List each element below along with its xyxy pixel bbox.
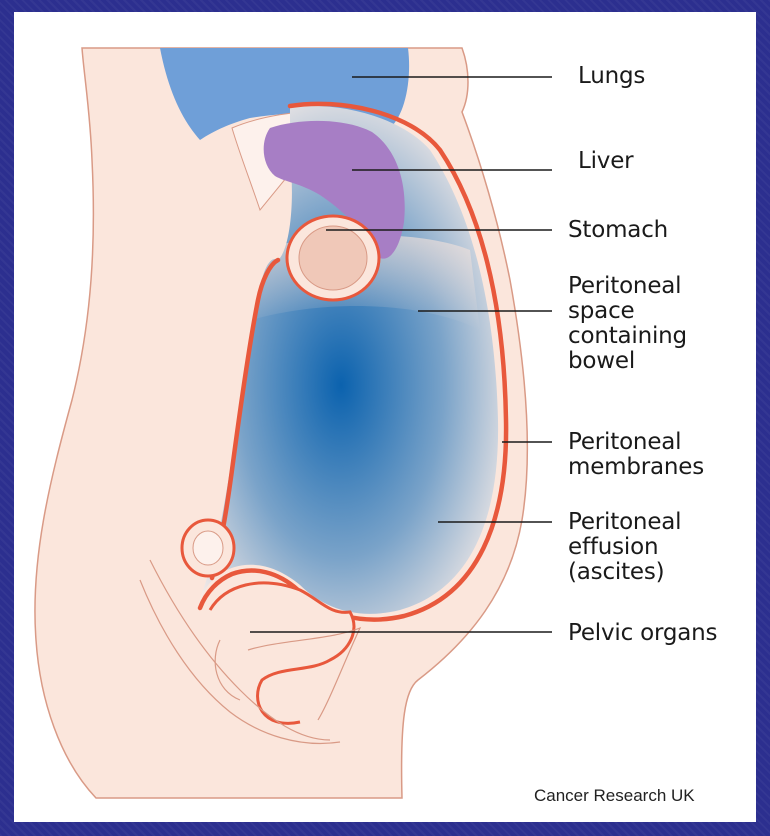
label-pelvic-organs: Pelvic organs — [568, 621, 717, 646]
stomach-inner — [299, 226, 367, 290]
label-lungs: Lungs — [578, 64, 645, 89]
label-peritoneal-membranes: Peritoneal membranes — [568, 430, 704, 480]
label-peritoneal-space: Peritoneal space containing bowel — [568, 274, 687, 374]
label-liver: Liver — [578, 149, 633, 174]
credit-text: Cancer Research UK — [534, 786, 695, 806]
bowel-loop-inner — [193, 531, 223, 565]
label-peritoneal-effusion: Peritoneal effusion (ascites) — [568, 510, 681, 585]
label-stomach: Stomach — [568, 218, 668, 243]
